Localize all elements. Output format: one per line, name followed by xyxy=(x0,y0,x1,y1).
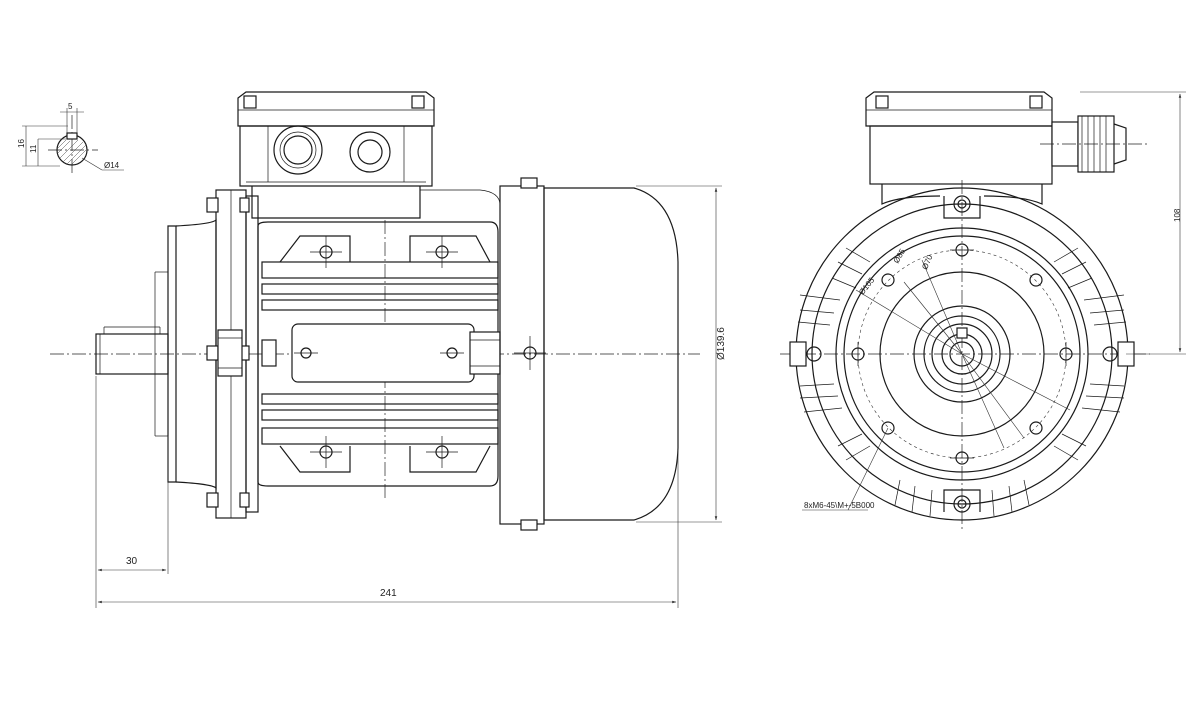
bolt-note-label: 8xM6-45\M+-5B000 xyxy=(804,501,875,510)
flange xyxy=(154,189,259,519)
diameter-85-label: Ø85 xyxy=(892,247,908,265)
shaft-cross-section: 5 16 11 Ø14 xyxy=(17,102,124,176)
diameter-70-label: Ø70 xyxy=(920,253,935,271)
shaft-key xyxy=(956,327,968,339)
dim-overall-length: 241 xyxy=(97,450,679,608)
motor-end-view: Ø105 Ø85 Ø70 8xM6-45\M+-5B000 108 xyxy=(780,91,1186,530)
mount-hole-marks xyxy=(310,236,458,468)
end-view-dimensions: Ø105 Ø85 Ø70 8xM6-45\M+-5B000 108 xyxy=(802,91,1186,511)
diameter-105-label: Ø105 xyxy=(857,275,876,296)
key-width-label: 5 xyxy=(68,102,73,111)
motor-side-view: Ø139.6 30 241 xyxy=(50,91,727,608)
stator-housing xyxy=(257,221,501,487)
height-108-label: 108 xyxy=(1173,208,1182,222)
height-16-label: 16 xyxy=(17,139,26,148)
terminal-box xyxy=(237,91,501,219)
shaft-diameter-label: Ø14 xyxy=(104,161,120,170)
dim-shaft-length: 30 xyxy=(95,376,169,608)
overall-length-label: 241 xyxy=(380,588,397,599)
cooling-fins xyxy=(797,247,1127,517)
dim-fan-diameter: Ø139.6 xyxy=(636,185,727,523)
left-lug xyxy=(789,341,807,367)
shaft-hatch xyxy=(57,139,87,165)
bolt-holes xyxy=(851,195,1073,513)
fan-diameter-label: Ø139.6 xyxy=(716,327,727,360)
shaft-length-label: 30 xyxy=(126,556,138,567)
height-11-label: 11 xyxy=(29,144,38,153)
end-view-terminal-box xyxy=(865,91,1150,205)
fan-cover xyxy=(499,177,679,531)
